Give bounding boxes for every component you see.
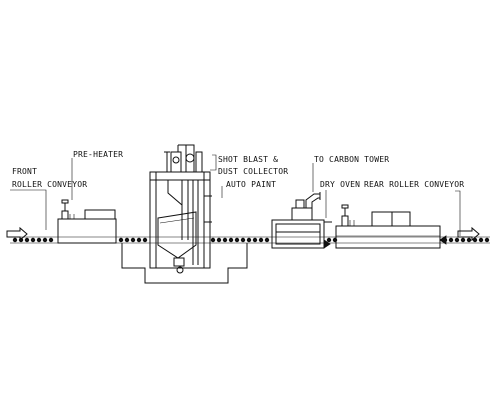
roller-icon: [36, 237, 42, 243]
roller-icon: [478, 237, 484, 243]
label-pre-heater: PRE-HEATER: [73, 150, 124, 159]
roller-icon: [48, 237, 54, 243]
roller-icon: [466, 237, 472, 243]
dry-oven-unit: [335, 204, 447, 249]
label-shot-blast-line1: SHOT BLAST &: [218, 155, 279, 164]
label-shot-blast-line2: DUST COLLECTOR: [218, 167, 289, 176]
label-front-roller-conveyor-line2: ROLLER CONVEYOR: [12, 180, 88, 189]
entry-arrow-icon: [6, 226, 28, 242]
roller-icon: [264, 237, 270, 243]
label-auto-paint: AUTO PAINT: [226, 180, 277, 189]
label-dry-oven: DRY OVEN: [320, 180, 361, 189]
auto-paint-unit: [271, 192, 332, 249]
roller-icon: [246, 237, 252, 243]
roller-icon: [448, 237, 454, 243]
shot-blast-unit: [121, 144, 248, 284]
roller-icon: [130, 237, 136, 243]
roller-icon: [30, 237, 36, 243]
exit-arrow-icon: [457, 226, 480, 242]
label-to-carbon-tower: TO CARBON TOWER: [314, 155, 390, 164]
label-rear-roller-conveyor: REAR ROLLER CONVEYOR: [364, 180, 465, 189]
roller-icon: [228, 237, 234, 243]
roller-icon: [234, 237, 240, 243]
roller-icon: [240, 237, 246, 243]
roller-icon: [216, 237, 222, 243]
roller-icon: [12, 237, 18, 243]
conveyor-rollers: [12, 237, 490, 243]
roller-icon: [210, 237, 216, 243]
roller-icon: [326, 237, 332, 243]
roller-icon: [252, 237, 258, 243]
roller-icon: [118, 237, 124, 243]
roller-icon: [222, 237, 228, 243]
roller-icon: [472, 237, 478, 243]
roller-icon: [484, 237, 490, 243]
roller-icon: [460, 237, 466, 243]
leader-lines: [10, 154, 461, 236]
roller-icon: [454, 237, 460, 243]
roller-icon: [42, 237, 48, 243]
pre-heater-unit: [57, 199, 117, 244]
roller-icon: [124, 237, 130, 243]
roller-icon: [136, 237, 142, 243]
roller-icon: [24, 237, 30, 243]
roller-icon: [258, 237, 264, 243]
roller-icon: [142, 237, 148, 243]
label-front-roller-conveyor-line1: FRONT: [12, 167, 38, 176]
